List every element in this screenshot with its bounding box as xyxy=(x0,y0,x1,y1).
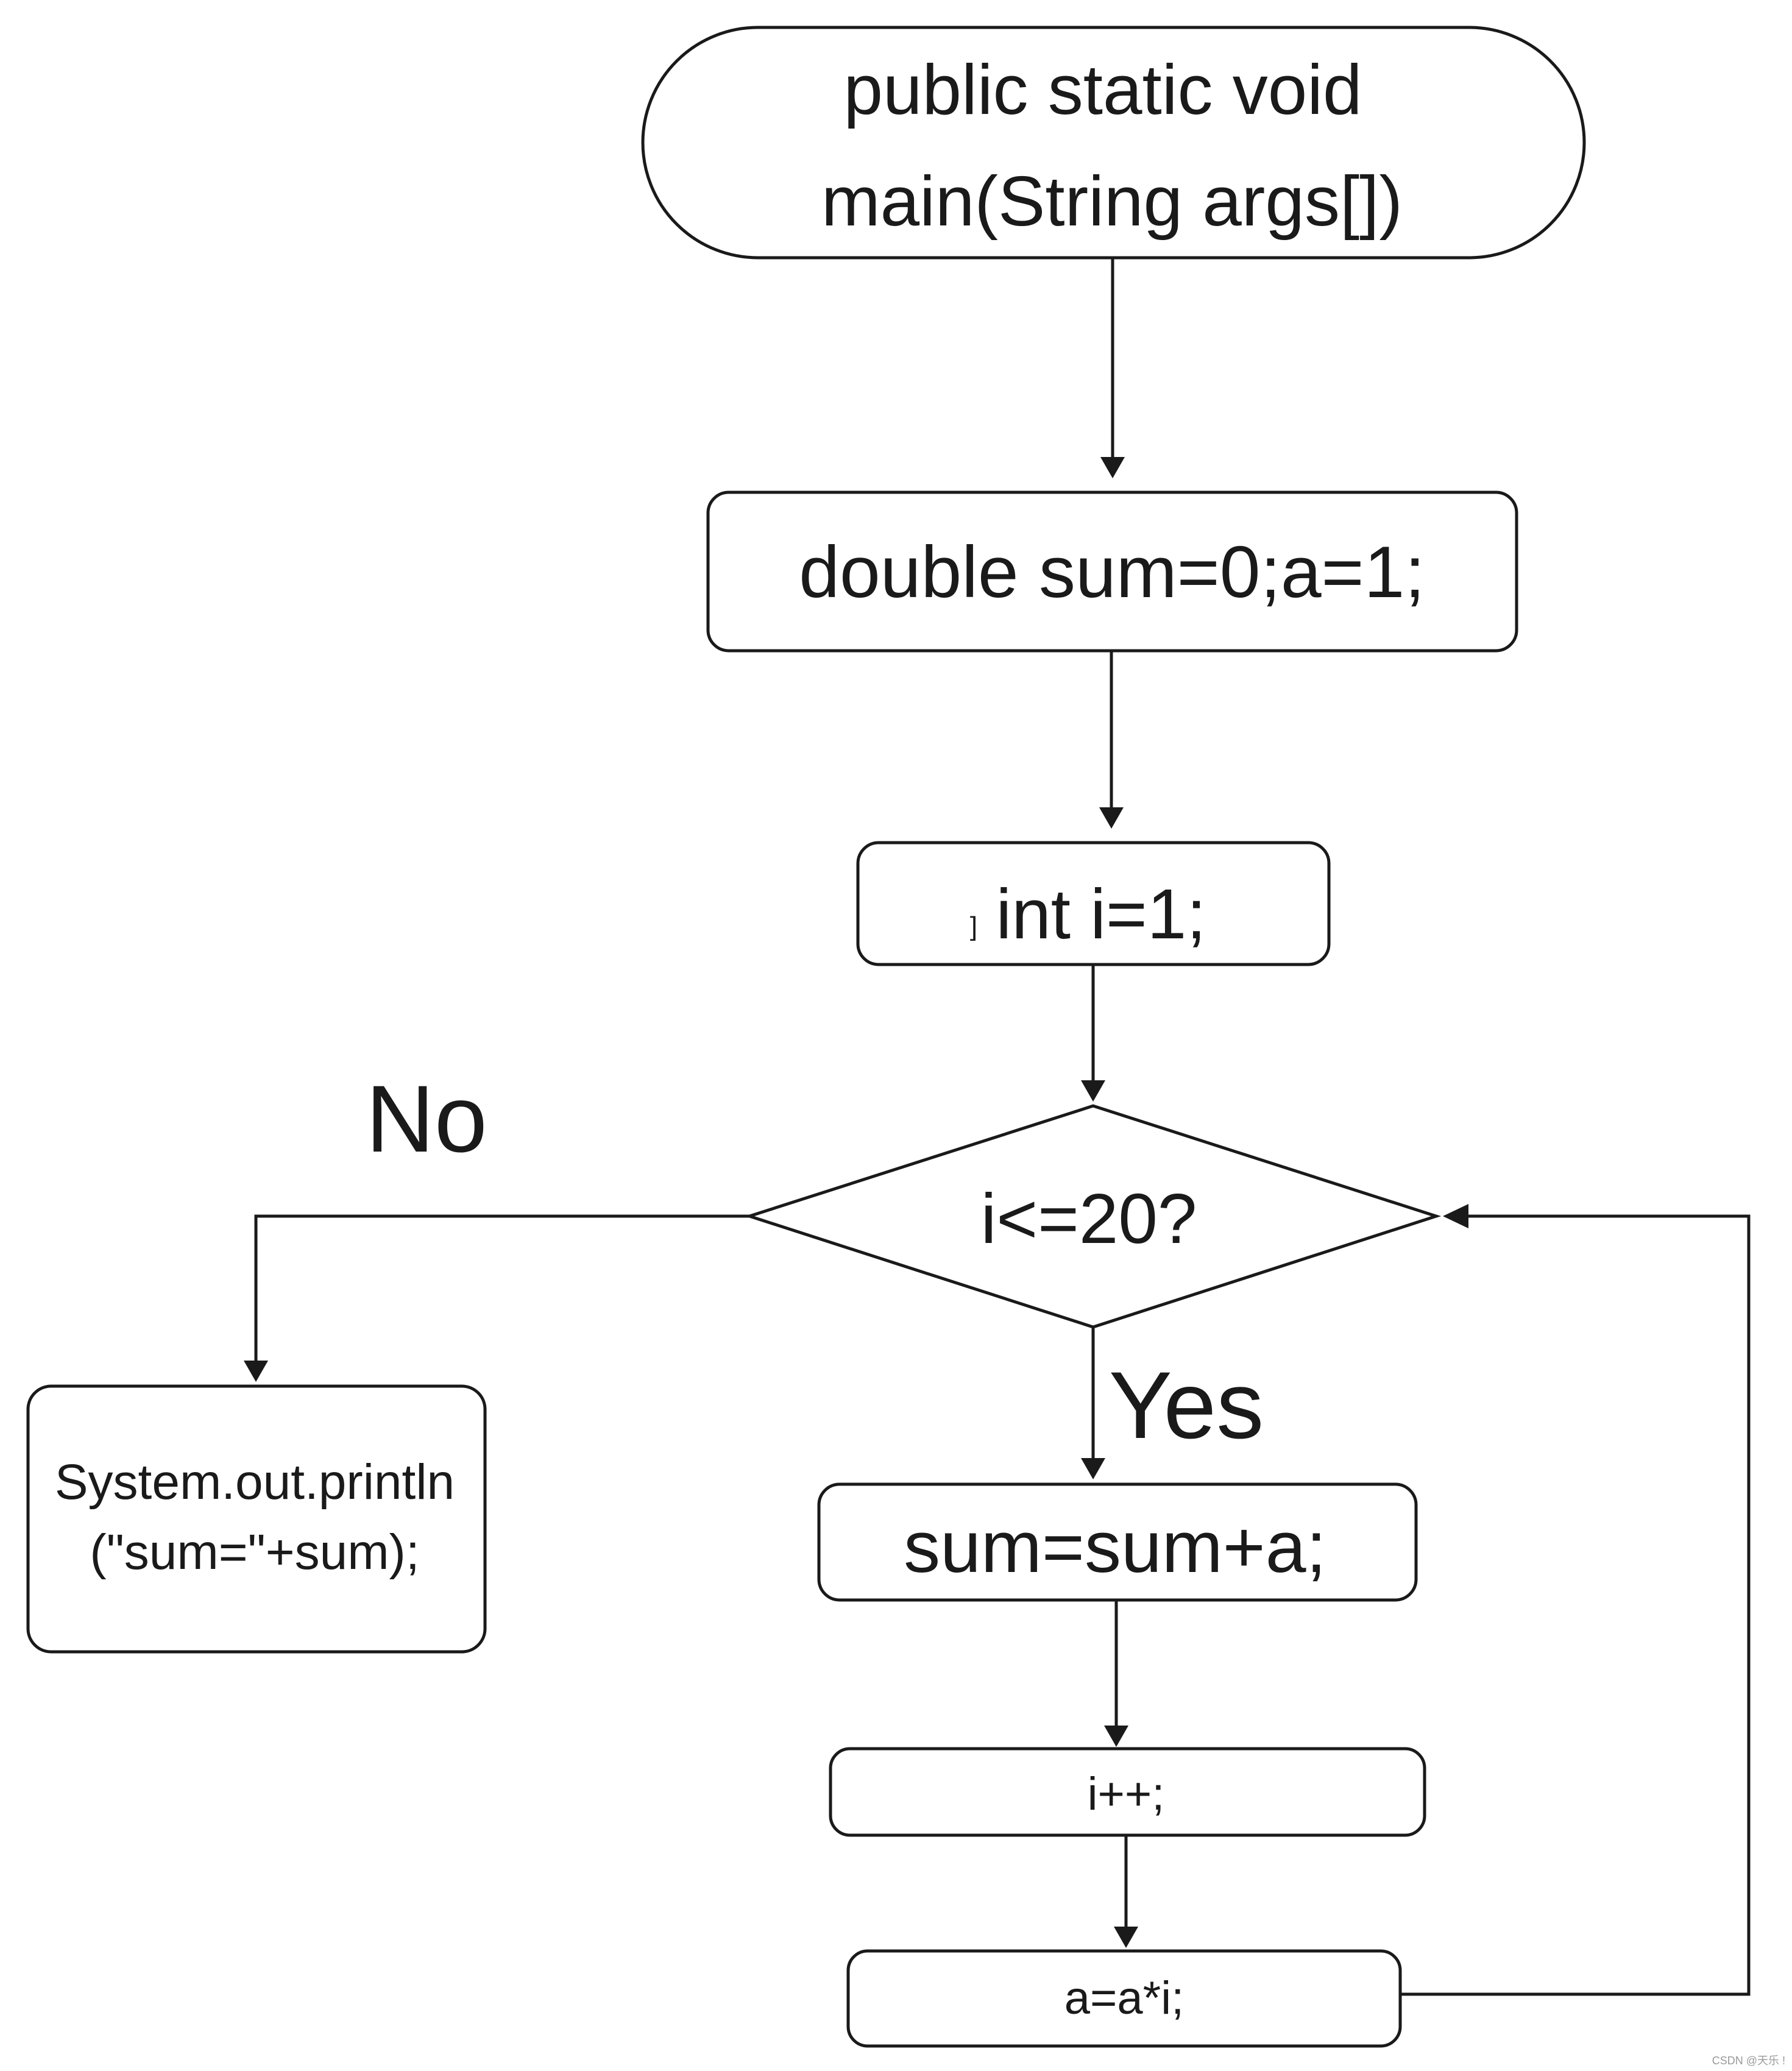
yes-branch-label: Yes xyxy=(1109,1353,1264,1459)
init-i-marker: ] xyxy=(970,912,977,941)
connectors xyxy=(244,258,1751,1996)
start-label-line1: public static void xyxy=(843,50,1362,129)
start-terminal xyxy=(641,26,1586,260)
multiply-box xyxy=(846,1949,1402,2048)
arrowhead-start-to-init-sum xyxy=(1100,457,1125,478)
add-box xyxy=(817,1482,1418,1602)
add-label: sum=sum+a; xyxy=(904,1506,1326,1588)
init-i-box xyxy=(856,841,1331,966)
arrowhead-init-sum-to-init-i xyxy=(1099,807,1124,829)
init-sum-box xyxy=(706,490,1518,653)
shapes xyxy=(26,26,1586,2048)
arrowhead-loop-back xyxy=(1443,1204,1468,1228)
arrowhead-add-to-increment xyxy=(1104,1726,1128,1747)
watermark: CSDN @天乐 ! xyxy=(1712,2055,1785,2067)
print-box xyxy=(26,1384,487,1654)
arrow-condition-to-print xyxy=(254,1214,749,1365)
condition-diamond xyxy=(744,1104,1442,1329)
start-label-line2: main(String args[]) xyxy=(821,161,1403,241)
arrow-multiply-loop-back xyxy=(1400,1214,1751,1996)
arrowhead-increment-to-multiply xyxy=(1114,1927,1138,1948)
arrowhead-condition-to-add xyxy=(1081,1458,1105,1479)
print-label-line1: System.out.println xyxy=(55,1454,455,1510)
init-i-label: int i=1; xyxy=(996,874,1206,954)
arrowhead-init-i-to-condition xyxy=(1081,1080,1105,1102)
condition-label: i<=20? xyxy=(981,1179,1197,1258)
increment-label: i++; xyxy=(1088,1768,1165,1820)
multiply-label: a=a*i; xyxy=(1064,1972,1185,2024)
no-branch-label: No xyxy=(366,1066,487,1172)
increment-box xyxy=(829,1747,1426,1837)
init-sum-label: double sum=0;a=1; xyxy=(799,531,1425,613)
print-label-line2: ("sum="+sum); xyxy=(90,1524,419,1580)
arrowhead-condition-to-print xyxy=(244,1361,268,1382)
labels: public static void main(String args[]) d… xyxy=(55,50,1785,2067)
